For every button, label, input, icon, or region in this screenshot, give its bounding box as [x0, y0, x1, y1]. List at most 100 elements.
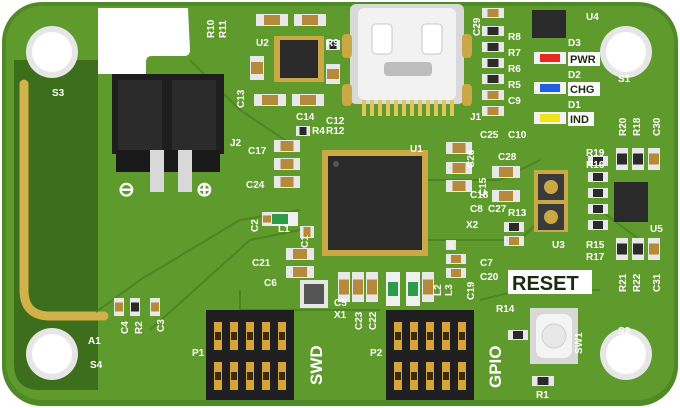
resistor	[616, 238, 628, 260]
resistor	[482, 58, 504, 68]
header-pin	[426, 362, 434, 390]
inductor-l2-body	[388, 282, 398, 296]
ref-l2: L2	[433, 284, 444, 296]
usb-c-connector[interactable]	[342, 4, 472, 116]
ref-r22: R22	[632, 273, 643, 292]
label-gpio: GPIO	[486, 345, 505, 388]
header-pin	[394, 322, 402, 350]
label-ind: IND	[570, 114, 589, 126]
capacitor	[300, 226, 314, 238]
resistor	[504, 222, 524, 232]
ref-r21: R21	[618, 273, 629, 292]
ref-c9: C9	[508, 96, 521, 107]
ref-l1: L1	[278, 224, 290, 235]
mount-hole-tl	[26, 26, 78, 78]
ref-c3: C3	[156, 319, 167, 332]
ref-r7: R7	[508, 48, 521, 59]
capacitor	[286, 266, 314, 278]
capacitor	[648, 238, 660, 260]
header-pin	[458, 362, 466, 390]
header-pin	[410, 322, 418, 350]
silkscreen: BAT SWD GPIO RESET PWR CHG IND ⊖ ⊕ S3 S1…	[52, 12, 663, 401]
header-pin	[230, 322, 238, 350]
capacitor	[446, 254, 466, 264]
capacitor	[254, 94, 286, 106]
ref-c21: C21	[252, 258, 271, 269]
capacitor	[482, 106, 504, 116]
ref-x1: X1	[334, 310, 347, 321]
antenna-trace	[19, 79, 109, 321]
ref-l3: L3	[444, 284, 455, 296]
ref-r15: R15	[586, 240, 605, 251]
resistor	[616, 148, 628, 170]
capacitor	[292, 94, 324, 106]
ref-c29: C29	[472, 17, 483, 36]
reset-label-box	[508, 270, 592, 294]
resistor	[588, 188, 608, 198]
ref-r14: R14	[496, 304, 515, 315]
ref-u4: U4	[586, 12, 599, 23]
capacitor	[150, 298, 160, 316]
ref-sw1: SW1	[574, 332, 585, 354]
resistor	[632, 238, 644, 260]
battery-connector-j2[interactable]	[112, 74, 224, 192]
pwr-label-box	[568, 52, 600, 66]
ref-r4: R4	[312, 126, 325, 137]
resistor	[482, 26, 504, 36]
ref-p2: P2	[370, 348, 383, 359]
led-d1-lens	[540, 114, 560, 122]
ref-c27: C27	[488, 204, 507, 215]
ref-c30: C30	[652, 117, 663, 136]
label-chg: CHG	[570, 84, 594, 96]
ref-c28: C28	[498, 152, 517, 163]
ref-s4: S4	[90, 360, 103, 371]
ref-s1: S1	[618, 74, 631, 85]
label-swd: SWD	[307, 345, 326, 385]
ref-c6: C6	[264, 278, 277, 289]
label-bat: BAT	[109, 34, 128, 68]
crystal-x1	[300, 280, 328, 308]
ref-u3: U3	[552, 240, 565, 251]
ref-r5: R5	[508, 80, 521, 91]
resistor	[130, 298, 140, 316]
capacitor	[256, 14, 288, 26]
resistor	[632, 148, 644, 170]
ref-j1: J1	[470, 112, 482, 123]
ref-r16: R16	[586, 160, 605, 171]
passives	[114, 8, 660, 386]
label-plus: ⊕	[196, 179, 213, 201]
ref-r1: R1	[536, 390, 549, 401]
ref-c23: C23	[354, 311, 365, 330]
ref-c8: C8	[470, 204, 483, 215]
header-pin	[262, 322, 270, 350]
ref-c1: C1	[300, 235, 311, 248]
ref-u5: U5	[650, 224, 663, 235]
ind-label-box	[568, 112, 594, 126]
reset-switch-sw1[interactable]	[530, 308, 578, 364]
ref-r20: R20	[618, 117, 629, 136]
capacitor	[482, 8, 504, 18]
led-d2-lens	[540, 84, 560, 92]
ref-c10: C10	[508, 130, 527, 141]
resistor	[296, 126, 310, 136]
ref-c17: C17	[248, 146, 267, 157]
ref-s2: S2	[618, 326, 631, 337]
capacitor	[446, 268, 466, 278]
capacitor	[482, 90, 504, 100]
capacitor	[446, 180, 472, 192]
sensor-u3	[534, 170, 568, 232]
ref-r8: R8	[508, 32, 521, 43]
chg-label-box	[568, 82, 600, 96]
header-pin	[230, 362, 238, 390]
ref-c26: C26	[466, 149, 477, 168]
ref-r2: R2	[134, 321, 145, 334]
inductor-l3-body	[408, 282, 418, 296]
ref-c25: C25	[480, 130, 499, 141]
ref-d2: D2	[568, 70, 581, 81]
resistor	[588, 204, 608, 214]
mount-hole-tr	[600, 26, 652, 78]
capacitor	[294, 14, 326, 26]
capacitor	[250, 56, 264, 80]
chip-u4	[532, 10, 566, 38]
